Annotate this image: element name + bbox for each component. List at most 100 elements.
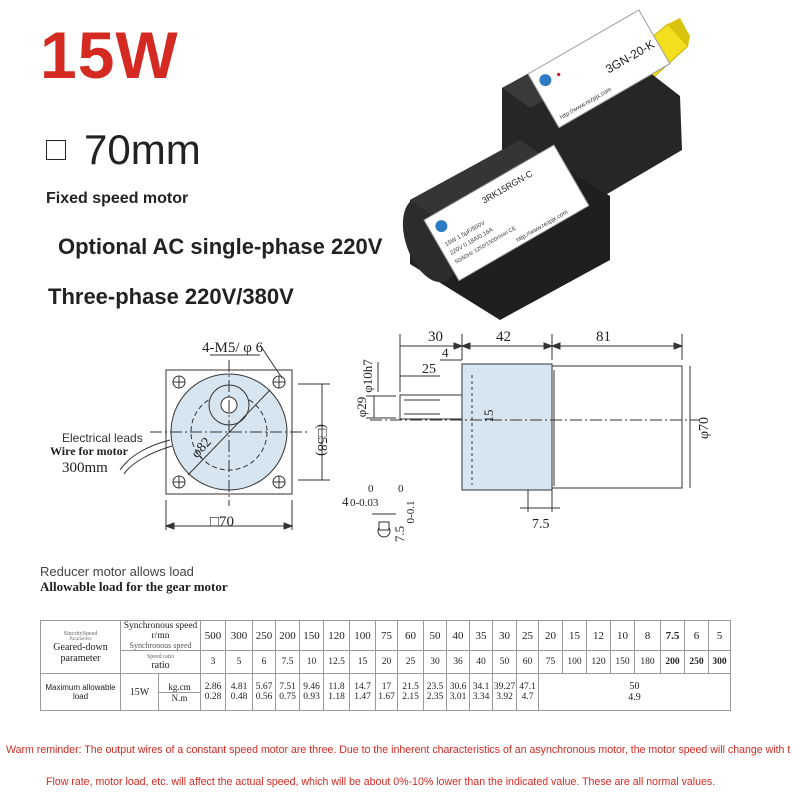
header-ratio-cell: Speed ratio ratio	[120, 650, 201, 674]
lead-length-label: 300mm	[62, 460, 108, 476]
reminder-line-2: Flow rate, motor load, etc. will affect …	[46, 776, 716, 788]
side-view	[366, 334, 700, 538]
speed-cell: 12	[586, 620, 611, 651]
key-width: 4	[342, 494, 349, 509]
dim-25: 25	[422, 362, 436, 377]
power-rating: 15W	[40, 18, 179, 92]
frame-70-label: □70	[210, 514, 234, 530]
speed-cell: 50	[423, 620, 447, 651]
ratio-cell: 300	[708, 650, 731, 674]
speed-cell: 30	[492, 620, 517, 651]
motor-type: Fixed speed motor	[46, 190, 189, 207]
square-symbol-icon	[46, 140, 66, 160]
ratio-cell: 20	[375, 650, 398, 674]
speed-cell: 120	[323, 620, 350, 651]
dim-81: 81	[596, 329, 611, 345]
ratio-cell: 75	[538, 650, 563, 674]
load-title-en: Allowable load for the gear motor	[40, 579, 228, 594]
speed-cell: 5	[708, 620, 731, 651]
speed-cell: 15	[562, 620, 587, 651]
dimension-drawing: 4-M5/ φ 6 φ82 (□58) □70 Electrical leads…	[50, 329, 712, 542]
svg-text:●: ●	[554, 69, 563, 79]
speed-cell: 60	[397, 620, 424, 651]
square-58-label: (□58)	[314, 424, 329, 456]
reminder-line-1: Warm reminder: The output wires of a con…	[6, 744, 791, 756]
key-height-tol: 0-0.1	[405, 501, 417, 524]
dim-70: φ70	[697, 417, 712, 439]
load-table: SincritySpeed Parameters Geared-down par…	[40, 620, 731, 711]
dim-7-5: 7.5	[532, 517, 550, 532]
ratio-cell: 30	[423, 650, 447, 674]
ratio-cell: 200	[660, 650, 685, 674]
speed-cell: 300	[225, 620, 253, 651]
speed-cell: 7.5	[660, 620, 685, 651]
speed-cell: 40	[446, 620, 470, 651]
ratio-cell: 12.5	[323, 650, 350, 674]
ratio-cell: 5	[225, 650, 253, 674]
speed-cell: 8	[634, 620, 661, 651]
speed-cell: 150	[299, 620, 324, 651]
speed-cell: 20	[538, 620, 563, 651]
speed-cell: 75	[375, 620, 398, 651]
front-view	[119, 344, 330, 530]
speed-cell: 25	[516, 620, 539, 651]
speed-cell: 200	[275, 620, 300, 651]
ratio-cell: 100	[562, 650, 587, 674]
ratio-cell: 36	[446, 650, 470, 674]
unit-cell: kg.cm N.m	[158, 673, 201, 711]
frame-size: 70mm	[46, 126, 201, 174]
option-single-phase: Optional AC single-phase 220V	[58, 234, 383, 259]
load-title-cn: Reducer motor allows load	[40, 564, 194, 579]
ratio-cell: 150	[610, 650, 635, 674]
speed-cell: 10	[610, 620, 635, 651]
dim-30: 30	[428, 329, 443, 345]
power-cell: 15W	[120, 673, 159, 711]
header-params-cell: SincritySpeed Parameters Geared-down par…	[40, 620, 121, 674]
ratio-cell: 6	[252, 650, 276, 674]
ratio-cell: 3	[200, 650, 226, 674]
speed-cell: 35	[469, 620, 493, 651]
ratio-cell: 50	[492, 650, 517, 674]
speed-cell: 6	[684, 620, 709, 651]
dim-15: 15	[481, 410, 496, 423]
speed-cell: 100	[349, 620, 376, 651]
mount-holes-label: 4-M5/ φ 6	[202, 340, 264, 356]
speed-cell: 500	[200, 620, 226, 651]
key-zero-lower: 0	[368, 483, 374, 495]
lead-cn-label: Electrical leads	[62, 431, 143, 445]
ratio-cell: 7.5	[275, 650, 300, 674]
frame-size-text: 70mm	[84, 126, 201, 173]
header-sync-cell: Synchronous speed r/mn Synchronous speed	[120, 620, 201, 651]
lead-en-label: Wire for motor	[50, 444, 129, 458]
max-load-label: Maximum allowable load	[40, 673, 121, 711]
speed-cell: 250	[252, 620, 276, 651]
key-width-tol: 0-0.03	[350, 497, 379, 509]
dim-42: 42	[496, 329, 511, 345]
gearbox-label: ● http://www.rezpjx.com 3GN-20-K	[527, 9, 671, 129]
ratio-cell: 180	[634, 650, 661, 674]
ratio-cell: 10	[299, 650, 324, 674]
ratio-cell: 120	[586, 650, 611, 674]
dim-29: φ29	[354, 397, 369, 418]
ratio-cell: 60	[516, 650, 539, 674]
key-zero-upper: 0	[398, 483, 404, 495]
key-height: 7.5	[392, 526, 407, 542]
motor-photo: ● http://www.rezpjx.com 3GN-20-K 3RK15RG…	[402, 9, 690, 320]
ratio-cell: 25	[397, 650, 424, 674]
dim-4: 4	[442, 345, 449, 360]
